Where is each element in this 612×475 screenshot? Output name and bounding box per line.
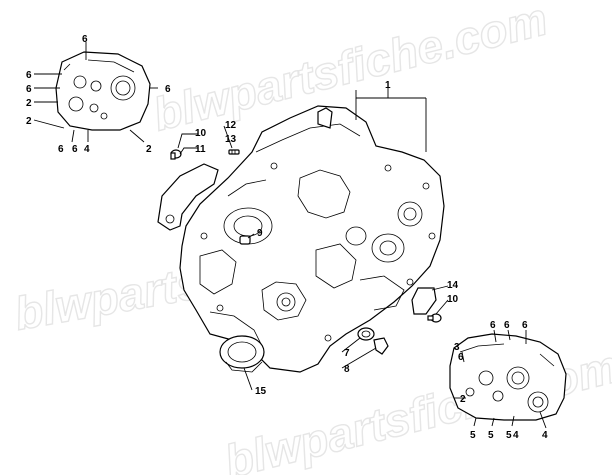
callout-4: 4 (513, 430, 519, 441)
callout-6: 6 (458, 352, 464, 363)
callout-12: 12 (225, 120, 237, 131)
callout-6: 6 (165, 84, 171, 95)
callout-5: 5 (470, 430, 476, 441)
callout-4: 4 (542, 430, 548, 441)
callout-8: 8 (344, 364, 350, 375)
callout-13: 13 (225, 134, 237, 145)
plug-8 (373, 337, 389, 355)
callout-6: 6 (72, 144, 78, 155)
bolt-10-upper (170, 149, 182, 160)
callout-6: 6 (26, 70, 32, 81)
plug-12-13 (228, 149, 240, 155)
callout-9: 9 (257, 228, 263, 239)
callout-4: 4 (84, 144, 90, 155)
bolt-10-lower (427, 313, 442, 323)
crankcase-assembly (157, 105, 445, 373)
callout-7: 7 (344, 348, 350, 359)
callout-5: 5 (488, 430, 494, 441)
case-half-gasket-bottom-right (449, 333, 567, 421)
callout-11: 11 (195, 144, 206, 155)
callout-6: 6 (26, 84, 32, 95)
leader-lines (33, 42, 547, 429)
case-half-gasket-top-left (55, 51, 151, 131)
callout-2: 2 (460, 394, 466, 405)
callout-6: 6 (504, 320, 510, 331)
callout-10: 10 (195, 128, 207, 139)
callout-6: 6 (522, 320, 528, 331)
callout-1: 1 (385, 80, 391, 91)
callout-2: 2 (146, 144, 152, 155)
callout-5: 5 (506, 430, 512, 441)
cap-15 (219, 335, 265, 373)
callout-6: 6 (490, 320, 496, 331)
bracket-14 (411, 287, 437, 315)
callout-2: 2 (26, 116, 32, 127)
callout-3: 3 (454, 342, 460, 353)
callout-6: 6 (82, 34, 88, 45)
callout-10: 10 (447, 294, 459, 305)
callout-2: 2 (26, 98, 32, 109)
callout-labels: 1 6 6 6 2 2 6 6 6 4 2 10 11 12 13 9 14 1… (26, 34, 548, 441)
seal-7 (357, 327, 375, 341)
callout-15: 15 (255, 386, 267, 397)
callout-6: 6 (58, 144, 64, 155)
callout-14: 14 (447, 280, 459, 291)
